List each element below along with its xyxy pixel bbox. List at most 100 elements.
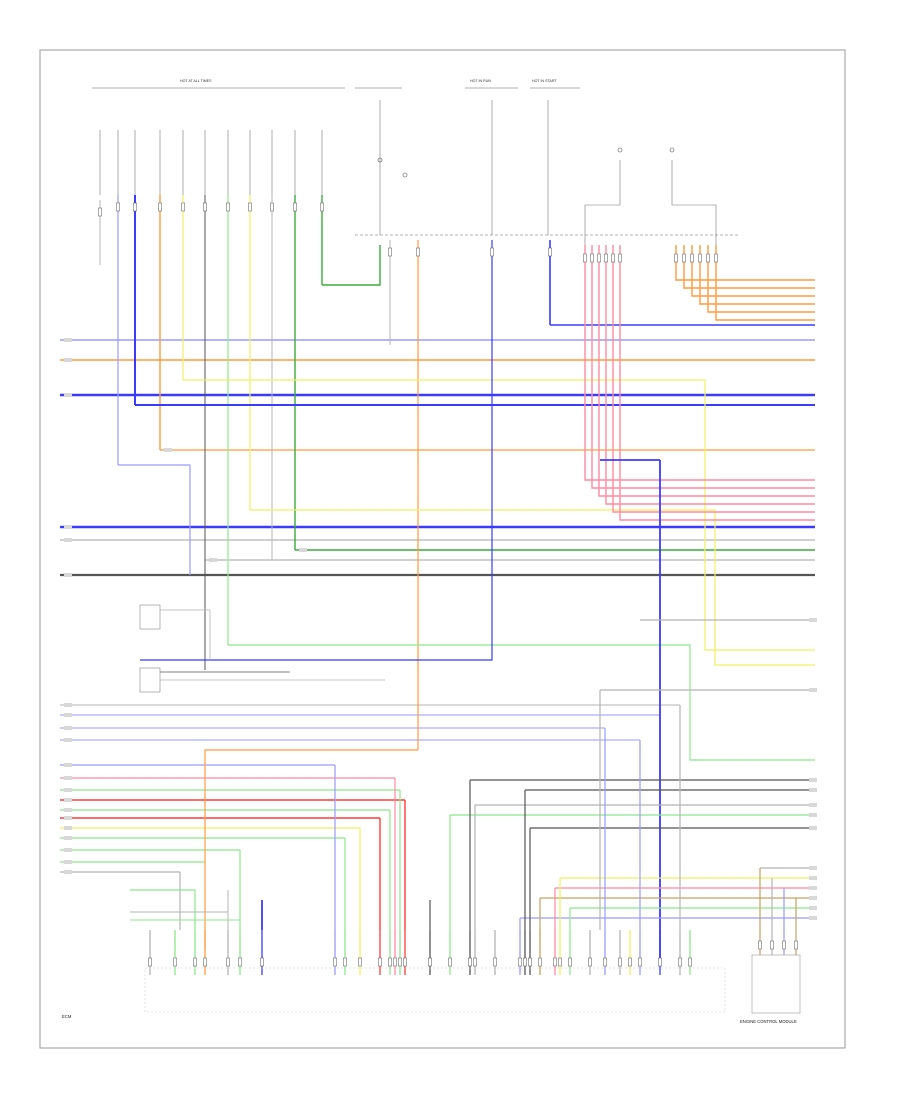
connector-pin	[714, 253, 718, 263]
connector-pin	[388, 247, 392, 257]
wire-label-tag	[64, 393, 72, 397]
connector-pin	[518, 957, 522, 967]
connector-pin	[181, 202, 185, 212]
connector-pin	[493, 957, 497, 967]
wire-label-tag	[809, 916, 817, 920]
connector-pin	[293, 202, 297, 212]
connector-pin	[173, 957, 177, 967]
connector-pin	[583, 253, 587, 263]
wire-57	[250, 509, 815, 666]
connector-pin	[682, 253, 686, 263]
header-label-1: HOT AT ALL TIMES	[180, 79, 212, 83]
connector-pin	[238, 957, 242, 967]
wire-label-tag	[64, 788, 72, 792]
fuse-symbol	[402, 172, 408, 178]
connector-pin	[378, 957, 382, 967]
connector-pin	[343, 957, 347, 967]
wire-152	[130, 889, 196, 930]
connector-pin	[548, 247, 552, 257]
connector-pin	[553, 957, 557, 967]
wire-label-tag	[64, 763, 72, 767]
connector-pin	[248, 202, 252, 212]
connector-pin	[98, 207, 102, 217]
wire-label-tag	[809, 906, 817, 910]
connector-pin	[393, 957, 397, 967]
wire-label-tag	[64, 573, 72, 577]
wire-label-tag	[64, 726, 72, 730]
wire-label-tag	[299, 548, 307, 552]
connector-pin	[558, 957, 562, 967]
connector-pin	[794, 940, 798, 950]
connector-pin	[603, 957, 607, 967]
connector-pin	[638, 957, 642, 967]
wire-54	[183, 379, 815, 651]
connector-pin	[193, 957, 197, 967]
label-layer	[64, 147, 817, 920]
connector-pin	[403, 957, 407, 967]
wire-66	[612, 245, 815, 513]
fuse-symbol	[669, 147, 675, 153]
fuse-symbol	[377, 157, 383, 163]
connector-pin	[398, 957, 402, 967]
wire-label-tag	[809, 886, 817, 890]
wire-label-tag	[809, 778, 817, 782]
connector-pin	[690, 253, 694, 263]
connector-pin	[226, 957, 230, 967]
connector-pin	[203, 957, 207, 967]
header-brackets	[92, 87, 740, 236]
wire-76	[140, 240, 493, 661]
right-module-outline	[751, 954, 801, 1014]
connector-pin	[698, 253, 702, 263]
wire-label-tag	[64, 870, 72, 874]
connector-layer	[98, 202, 798, 967]
wire-159	[160, 609, 211, 660]
header-label-2: HOT IN RUN	[470, 79, 491, 83]
connector-pin	[604, 253, 608, 263]
connector-pin	[618, 957, 622, 967]
connector-pin	[782, 940, 786, 950]
connector-pin	[538, 957, 542, 967]
wire-label-tag	[809, 826, 817, 830]
wire-label-tag	[809, 876, 817, 880]
wire-label-tag	[809, 803, 817, 807]
wire-165	[584, 160, 621, 245]
sensor-outline	[139, 667, 161, 693]
connector-pin	[597, 253, 601, 263]
connector-pin	[428, 957, 432, 967]
wire-label-tag	[64, 525, 72, 529]
wire-label-tag	[64, 358, 72, 362]
wire-51	[118, 464, 191, 575]
ecm-module-label: ECM	[62, 1014, 72, 1019]
wire-label-tag	[809, 618, 817, 622]
connector-pin	[588, 957, 592, 967]
wire-67	[619, 245, 815, 521]
connector-pin	[468, 957, 472, 967]
connector-pin	[448, 957, 452, 967]
sensor-outline	[139, 604, 161, 630]
fuse-symbol	[617, 147, 623, 153]
wire-58	[322, 245, 381, 286]
connector-pin	[706, 253, 710, 263]
connector-pin	[333, 957, 337, 967]
connector-pin	[388, 957, 392, 967]
wire-label-tag	[64, 798, 72, 802]
wire-63	[591, 245, 815, 489]
wire-label-tag	[809, 788, 817, 792]
connector-pin	[628, 957, 632, 967]
wire-56	[228, 644, 815, 761]
connector-pin	[523, 957, 527, 967]
connector-pin	[226, 202, 230, 212]
connector-pin	[490, 247, 494, 257]
wire-label-tag	[209, 558, 217, 562]
connector-pin	[270, 202, 274, 212]
connector-pin	[770, 940, 774, 950]
ecm-module-outline	[144, 967, 726, 1013]
wire-64	[598, 245, 815, 497]
wire-label-tag	[809, 866, 817, 870]
wire-label-tag	[64, 808, 72, 812]
wire-62	[584, 245, 815, 481]
connector-pin	[758, 940, 762, 950]
wire-label-tag	[809, 688, 817, 692]
wire-label-tag	[64, 826, 72, 830]
